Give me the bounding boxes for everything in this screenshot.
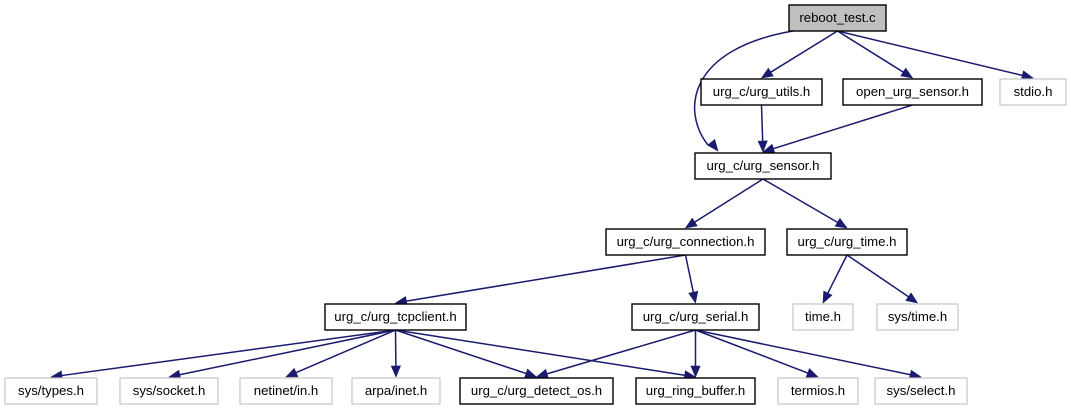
node-time_h[interactable]: time.h: [792, 303, 854, 331]
edge-urg_serial-to-urg_ring_buffer-arrowhead: [690, 365, 701, 378]
edge-layer: [50, 30, 1034, 381]
node-arpa_inet[interactable]: arpa/inet.h: [351, 377, 441, 405]
node-label-netinet_in: netinet/in.h: [254, 383, 319, 398]
node-urg_sensor[interactable]: urg_c/urg_sensor.h: [694, 152, 832, 180]
node-box-sys_types[interactable]: [4, 377, 98, 405]
node-layer: reboot_test.c urg_c/urg_utils.h open_urg_s…: [4, 4, 1067, 405]
edge-urg_sensor-to-urg_time-arrowhead: [834, 217, 848, 229]
edge-open_urg_sensor-to-urg_sensor: [771, 104, 913, 150]
node-urg_detect_os[interactable]: urg_c/urg_detect_os.h: [459, 377, 614, 405]
edge-urg_sensor-to-urg_time: [762, 178, 840, 224]
node-netinet_in[interactable]: netinet/in.h: [239, 377, 333, 405]
node-box-urg_time[interactable]: [786, 228, 908, 256]
edge-urg_time-to-sys_time: [846, 254, 911, 299]
edge-urg_sensor-to-urg_connection-arrowhead: [684, 217, 698, 229]
node-label-urg_sensor: urg_c/urg_sensor.h: [707, 158, 820, 173]
edge-reboot_test-to-open_urg_sensor-arrowhead: [900, 67, 914, 79]
edge-urg_time-to-time_h-arrowhead: [822, 290, 833, 304]
node-sys_socket[interactable]: sys/socket.h: [119, 377, 219, 405]
node-urg_serial[interactable]: urg_c/urg_serial.h: [631, 303, 760, 331]
node-label-sys_types: sys/types.h: [18, 383, 84, 398]
node-box-stdio[interactable]: [999, 78, 1067, 106]
node-box-open_urg_sensor[interactable]: [842, 78, 983, 106]
edge-reboot_test-to-urg_utils-arrowhead: [760, 67, 774, 79]
node-reboot_test[interactable]: reboot_test.c: [788, 4, 887, 32]
edge-reboot_test-to-urg_sensor-arrowhead: [707, 139, 719, 152]
node-label-termios: termios.h: [791, 383, 845, 398]
node-label-urg_detect_os: urg_c/urg_detect_os.h: [471, 383, 602, 398]
edge-urg_tcpclient-to-urg_ring_buffer: [395, 329, 687, 377]
node-label-urg_connection: urg_c/urg_connection.h: [617, 234, 755, 249]
edge-urg_serial-to-urg_detect_os-arrowhead: [535, 368, 549, 379]
node-label-open_urg_sensor: open_urg_sensor.h: [856, 84, 969, 99]
node-box-urg_tcpclient[interactable]: [324, 303, 467, 331]
node-label-urg_tcpclient: urg_c/urg_tcpclient.h: [334, 309, 456, 324]
edge-urg_utils-to-urg_sensor-arrowhead: [757, 140, 768, 153]
edge-reboot_test-to-open_urg_sensor: [837, 30, 905, 74]
node-stdio[interactable]: stdio.h: [999, 78, 1067, 106]
node-label-sys_time: sys/time.h: [888, 309, 947, 324]
node-box-reboot_test[interactable]: [788, 4, 887, 32]
node-box-sys_time[interactable]: [876, 303, 959, 331]
node-sys_time[interactable]: sys/time.h: [876, 303, 959, 331]
node-urg_connection[interactable]: urg_c/urg_connection.h: [605, 228, 766, 256]
edge-urg_serial-to-sys_select: [695, 329, 912, 376]
node-label-urg_serial: urg_c/urg_serial.h: [643, 309, 749, 324]
node-box-arpa_inet[interactable]: [351, 377, 441, 405]
edge-urg_tcpclient-to-netinet_in-arrowhead: [285, 367, 299, 378]
node-label-stdio: stdio.h: [1014, 84, 1053, 99]
node-box-urg_ring_buffer[interactable]: [635, 377, 756, 405]
node-open_urg_sensor[interactable]: open_urg_sensor.h: [842, 78, 983, 106]
node-box-termios[interactable]: [777, 377, 859, 405]
edge-urg_sensor-to-urg_connection: [693, 178, 764, 224]
node-label-sys_socket: sys/socket.h: [133, 383, 206, 398]
edge-urg_tcpclient-to-urg_detect_os-arrowhead: [524, 368, 538, 379]
edge-urg_time-to-time_h: [826, 254, 848, 295]
node-urg_ring_buffer[interactable]: urg_ring_buffer.h: [635, 377, 756, 405]
node-label-urg_ring_buffer: urg_ring_buffer.h: [646, 383, 745, 398]
edge-urg_tcpclient-to-netinet_in: [294, 329, 396, 374]
edge-urg_serial-to-termios: [695, 329, 810, 375]
edge-urg_tcpclient-to-sys_socket: [178, 329, 396, 376]
edge-urg_utils-to-urg_sensor: [760, 104, 764, 143]
edge-urg_tcpclient-to-sys_types: [60, 329, 396, 377]
node-sys_types[interactable]: sys/types.h: [4, 377, 98, 405]
node-box-urg_serial[interactable]: [631, 303, 760, 331]
node-box-urg_sensor[interactable]: [694, 152, 832, 180]
node-urg_tcpclient[interactable]: urg_c/urg_tcpclient.h: [324, 303, 467, 331]
node-box-time_h[interactable]: [792, 303, 854, 331]
node-sys_select[interactable]: sys/select.h: [874, 377, 968, 405]
node-box-sys_socket[interactable]: [119, 377, 219, 405]
edge-urg_tcpclient-to-arpa_inet-arrowhead: [390, 365, 401, 378]
node-box-sys_select[interactable]: [874, 377, 968, 405]
node-label-time_h: time.h: [805, 309, 841, 324]
node-box-urg_connection[interactable]: [605, 228, 766, 256]
node-urg_time[interactable]: urg_c/urg_time.h: [786, 228, 908, 256]
node-termios[interactable]: termios.h: [777, 377, 859, 405]
edge-urg_serial-to-termios-arrowhead: [805, 368, 819, 378]
node-urg_utils[interactable]: urg_c/urg_utils.h: [700, 78, 823, 106]
edge-reboot_test-to-urg_utils: [769, 30, 838, 74]
edge-urg_serial-to-urg_detect_os: [545, 329, 696, 375]
node-label-urg_utils: urg_c/urg_utils.h: [713, 84, 811, 99]
node-box-netinet_in[interactable]: [239, 377, 333, 405]
node-label-sys_select: sys/select.h: [887, 383, 956, 398]
edge-urg_connection-to-urg_serial-arrowhead: [688, 290, 699, 304]
edge-urg_connection-to-urg_tcpclient: [404, 254, 686, 303]
edge-urg_time-to-sys_time-arrowhead: [905, 292, 919, 304]
node-box-urg_utils[interactable]: [700, 78, 823, 106]
edge-reboot_test-to-stdio: [837, 30, 1024, 77]
node-box-urg_detect_os[interactable]: [459, 377, 614, 405]
node-label-urg_time: urg_c/urg_time.h: [798, 234, 897, 249]
edge-urg_connection-to-urg_serial: [684, 254, 695, 294]
node-label-arpa_inet: arpa/inet.h: [365, 383, 427, 398]
edge-urg_tcpclient-to-urg_detect_os: [395, 329, 528, 375]
node-label-reboot_test: reboot_test.c: [799, 10, 876, 25]
